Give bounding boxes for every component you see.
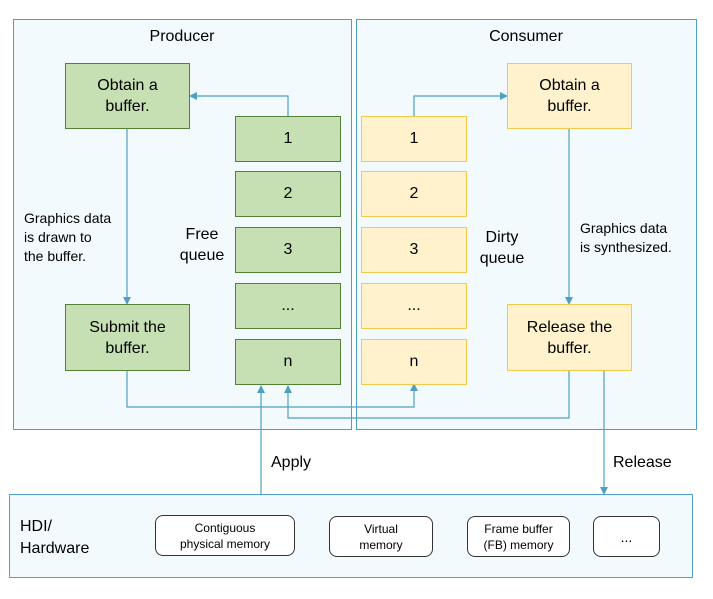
dirty-queue-cell: 1 [361, 116, 467, 162]
consumer-obtain-box: Obtain a buffer. [507, 63, 632, 129]
dirty-queue-cell: ... [361, 283, 467, 329]
consumer-title: Consumer [489, 28, 563, 45]
hw-item-frame-buffer: Frame buffer (FB) memory [467, 516, 570, 557]
dirty-queue-cell: 3 [361, 227, 467, 273]
apply-label: Apply [271, 454, 312, 471]
producer-obtain-box: Obtain a buffer. [65, 63, 190, 129]
hw-item-contiguous-memory: Contiguous physical memory [155, 515, 295, 556]
free-queue-label: Free queue [179, 226, 225, 264]
hw-item-more: ... [593, 516, 660, 557]
consumer-note: Graphics data is synthesized. [580, 220, 672, 255]
dirty-queue-cell: 2 [361, 171, 467, 217]
release-label: Release [613, 454, 672, 471]
arrow-free-to-obtain [189, 92, 289, 116]
free-queue-cell: n [235, 339, 341, 385]
producer-submit-box: Submit the buffer. [65, 304, 190, 371]
free-queue-cell: 3 [235, 227, 341, 273]
producer-title: Producer [149, 28, 215, 45]
arrow-release-to-free [284, 371, 570, 419]
arrow-dirty-to-obtain [413, 92, 508, 116]
hardware-title: HDI/ Hardware [20, 518, 90, 557]
free-queue-cell: 2 [235, 171, 341, 217]
dirty-queue-cell: n [361, 339, 467, 385]
consumer-release-box: Release the buffer. [507, 304, 632, 371]
arrow-submit-to-dirty [126, 371, 418, 408]
free-queue-cell: 1 [235, 116, 341, 162]
producer-note: Graphics data is drawn to the buffer. [24, 210, 112, 264]
dirty-queue-label: Dirty queue [479, 229, 525, 267]
free-queue-cell: ... [235, 283, 341, 329]
hw-item-virtual-memory: Virtual memory [329, 516, 433, 557]
